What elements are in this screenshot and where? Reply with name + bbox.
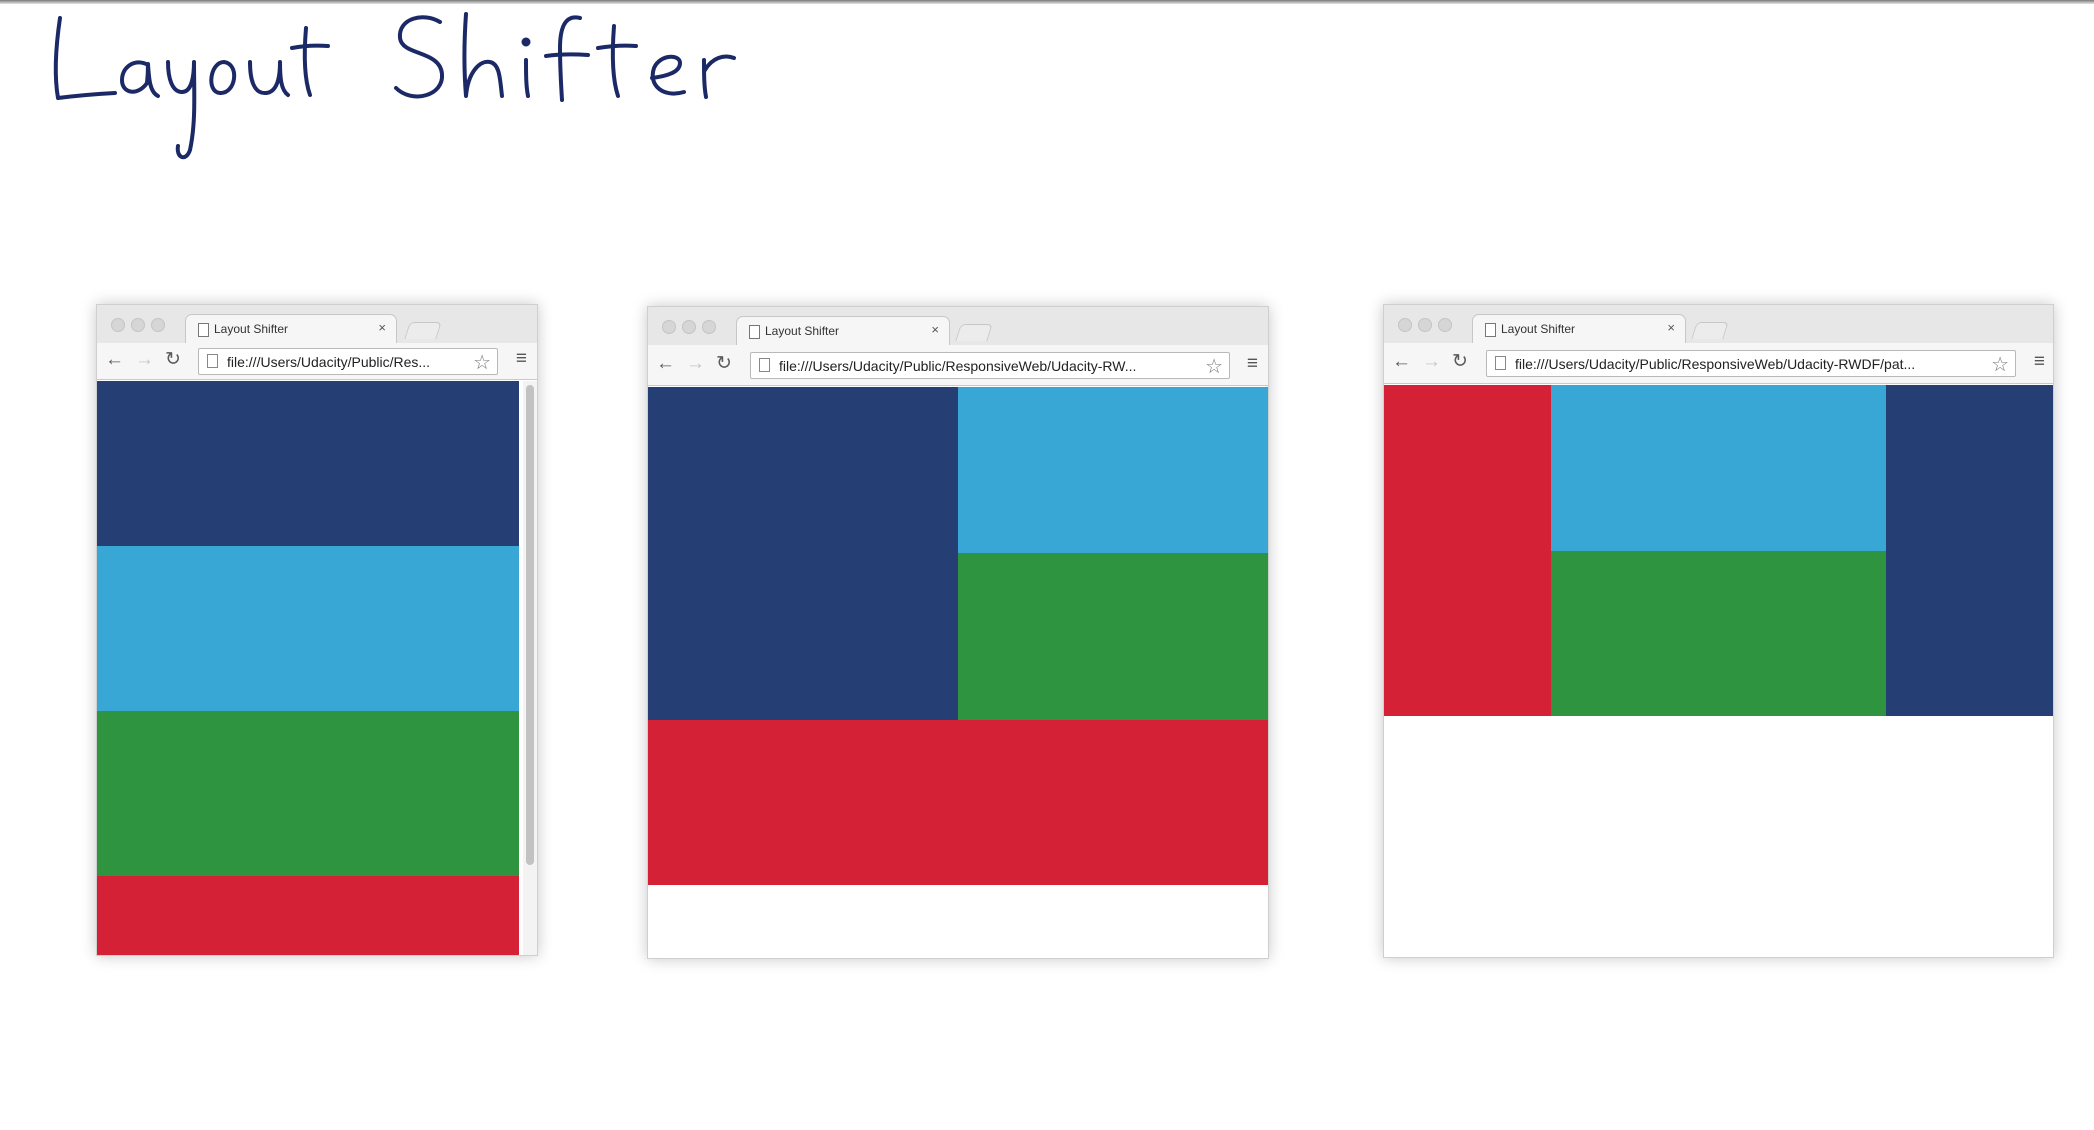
bookmark-star-icon[interactable]: ☆	[1205, 356, 1223, 378]
browser-window-narrow: Layout Shifter × ← → ↻ file:///Users/Uda…	[96, 304, 538, 956]
bookmark-star-icon[interactable]: ☆	[1991, 354, 2009, 376]
dark-blue-block	[648, 387, 958, 720]
red-block	[1384, 385, 1551, 716]
menu-icon[interactable]: ≡	[515, 348, 527, 369]
reload-icon[interactable]: ↻	[165, 349, 181, 370]
close-window-dot[interactable]	[1398, 318, 1412, 332]
url-text[interactable]: file:///Users/Udacity/Public/Res...	[227, 354, 431, 370]
url-text[interactable]: file:///Users/Udacity/Public/ResponsiveW…	[779, 358, 1137, 374]
browser-window-medium: Layout Shifter × ← → ↻ file:///Users/Uda…	[647, 306, 1269, 959]
tab-layout-shifter[interactable]: Layout Shifter ×	[185, 314, 397, 344]
red-block	[97, 876, 519, 955]
scrollbar-thumb[interactable]	[526, 385, 534, 865]
menu-icon[interactable]: ≡	[1246, 353, 1258, 374]
menu-icon[interactable]: ≡	[2033, 351, 2045, 372]
green-block	[958, 553, 1268, 720]
close-window-dot[interactable]	[111, 318, 125, 332]
document-icon	[207, 354, 218, 368]
minimize-window-dot[interactable]	[131, 318, 145, 332]
document-icon	[749, 325, 760, 339]
address-bar[interactable]: file:///Users/Udacity/Public/ResponsiveW…	[1486, 350, 2016, 377]
minimize-window-dot[interactable]	[682, 320, 696, 334]
dark-blue-block	[97, 381, 519, 546]
browser-chrome: Layout Shifter × ← → ↻ file:///Users/Uda…	[1384, 305, 2053, 384]
light-blue-block	[958, 387, 1268, 553]
back-arrow-icon[interactable]: ←	[1392, 351, 1411, 372]
tab-strip: Layout Shifter ×	[1384, 305, 2053, 344]
light-blue-block	[1551, 385, 1886, 551]
new-tab-button[interactable]	[1691, 322, 1729, 339]
tab-close-icon[interactable]: ×	[1667, 320, 1675, 335]
zoom-window-dot[interactable]	[151, 318, 165, 332]
page-viewport	[97, 381, 537, 955]
zoom-window-dot[interactable]	[702, 320, 716, 334]
document-icon	[1495, 356, 1506, 370]
reload-icon[interactable]: ↻	[716, 353, 732, 374]
tab-close-icon[interactable]: ×	[931, 322, 939, 337]
browser-toolbar: ← → ↻ file:///Users/Udacity/Public/Respo…	[648, 345, 1268, 385]
dark-blue-block	[1886, 385, 2053, 716]
browser-chrome: Layout Shifter × ← → ↻ file:///Users/Uda…	[648, 307, 1268, 386]
tab-title: Layout Shifter	[214, 322, 289, 336]
forward-arrow-icon[interactable]: →	[686, 353, 705, 374]
close-window-dot[interactable]	[662, 320, 676, 334]
tab-layout-shifter[interactable]: Layout Shifter ×	[736, 316, 950, 346]
minimize-window-dot[interactable]	[1418, 318, 1432, 332]
top-edge	[0, 0, 2094, 4]
browser-window-wide: Layout Shifter × ← → ↻ file:///Users/Uda…	[1383, 304, 2054, 958]
document-icon	[1485, 323, 1496, 337]
document-icon	[198, 323, 209, 337]
page-viewport	[1384, 385, 2053, 957]
address-bar[interactable]: file:///Users/Udacity/Public/ResponsiveW…	[750, 352, 1230, 379]
back-arrow-icon[interactable]: ←	[105, 349, 124, 370]
page-viewport	[648, 387, 1268, 958]
green-block	[97, 711, 519, 876]
tab-close-icon[interactable]: ×	[378, 320, 386, 335]
forward-arrow-icon[interactable]: →	[1422, 351, 1441, 372]
browser-chrome: Layout Shifter × ← → ↻ file:///Users/Uda…	[97, 305, 537, 380]
reload-icon[interactable]: ↻	[1452, 351, 1468, 372]
tab-title: Layout Shifter	[1501, 322, 1576, 336]
back-arrow-icon[interactable]: ←	[656, 353, 675, 374]
forward-arrow-icon[interactable]: →	[135, 349, 154, 370]
browser-toolbar: ← → ↻ file:///Users/Udacity/Public/Respo…	[1384, 343, 2053, 383]
new-tab-button[interactable]	[955, 324, 993, 341]
browser-toolbar: ← → ↻ file:///Users/Udacity/Public/Res..…	[97, 343, 537, 379]
url-text[interactable]: file:///Users/Udacity/Public/ResponsiveW…	[1515, 356, 1916, 372]
zoom-window-dot[interactable]	[1438, 318, 1452, 332]
tab-layout-shifter[interactable]: Layout Shifter ×	[1472, 314, 1686, 344]
address-bar[interactable]: file:///Users/Udacity/Public/Res... ☆	[198, 348, 498, 375]
tab-strip: Layout Shifter ×	[648, 307, 1268, 346]
light-blue-block	[97, 546, 519, 711]
tab-title: Layout Shifter	[765, 324, 840, 338]
green-block	[1551, 551, 1886, 716]
bookmark-star-icon[interactable]: ☆	[473, 352, 491, 374]
new-tab-button[interactable]	[404, 322, 442, 339]
document-icon	[759, 358, 770, 372]
tab-strip: Layout Shifter ×	[97, 305, 537, 344]
handwritten-title	[40, 0, 860, 170]
red-block	[648, 720, 1268, 885]
